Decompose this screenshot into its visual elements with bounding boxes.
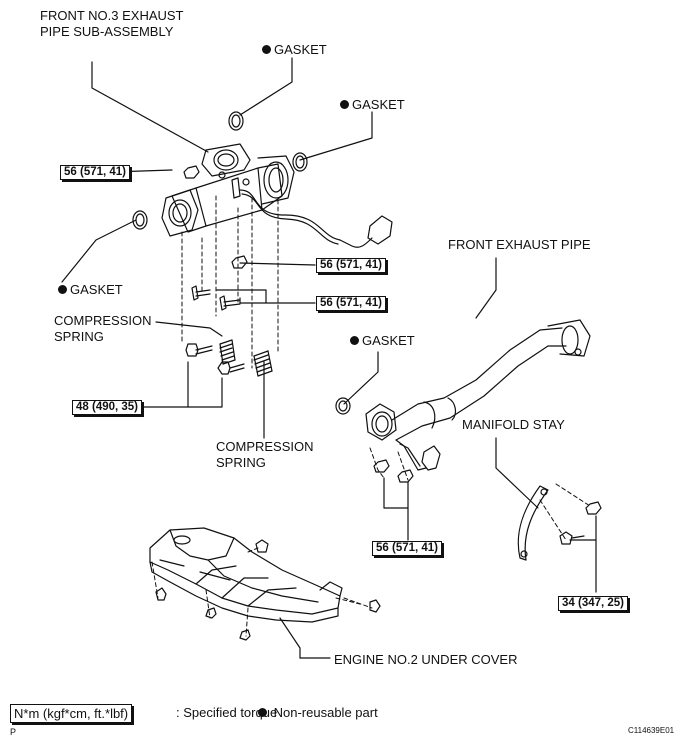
front-no3-exhaust-pipe xyxy=(161,143,393,248)
legend-specified-torque: : Specified torque xyxy=(176,705,278,720)
label-engine-no2-under-cover: ENGINE NO.2 UNDER COVER xyxy=(334,652,518,667)
manifold-stay xyxy=(517,485,549,561)
label-compression-spring-bottom-1: COMPRESSION xyxy=(216,439,314,454)
label-gasket-right: GASKET xyxy=(340,96,405,113)
alignment-lines xyxy=(151,195,591,637)
fasteners xyxy=(155,165,602,641)
torque-box: 34 (347, 25) xyxy=(558,596,629,611)
torque-box: 56 (571, 41) xyxy=(60,165,131,180)
figure-code: C114639E01 xyxy=(628,726,675,735)
gasket-rings xyxy=(132,111,351,415)
gasket-text: GASKET xyxy=(70,282,123,297)
nonreusable-dot-icon xyxy=(258,708,267,717)
gasket-text: GASKET xyxy=(274,42,327,57)
front-exhaust-pipe xyxy=(365,319,591,471)
nonreusable-dot-icon xyxy=(262,45,271,54)
engine-no2-under-cover xyxy=(149,527,343,623)
label-compression-spring-left-1: COMPRESSION xyxy=(54,313,152,328)
legend-nonreusable: Non-reusable part xyxy=(258,704,378,721)
label-compression-spring-bottom-2: SPRING xyxy=(216,455,266,470)
leader-lines xyxy=(61,57,597,659)
label-manifold-stay: MANIFOLD STAY xyxy=(462,417,565,432)
nonreusable-dot-icon xyxy=(340,100,349,109)
compression-springs xyxy=(219,339,273,377)
torque-box: 56 (571, 41) xyxy=(316,296,387,311)
legend-nonreusable-text: Non-reusable part xyxy=(273,705,378,720)
nonreusable-dot-icon xyxy=(58,285,67,294)
label-front-no3-line2: PIPE SUB-ASSEMBLY xyxy=(40,24,174,39)
label-gasket-left: GASKET xyxy=(58,281,123,298)
gasket-text: GASKET xyxy=(362,333,415,348)
label-front-no3-line1: FRONT NO.3 EXHAUST xyxy=(40,8,184,23)
label-gasket-center: GASKET xyxy=(350,332,415,349)
footer-mark: P xyxy=(10,727,17,737)
nonreusable-dot-icon xyxy=(350,336,359,345)
label-front-exhaust-pipe: FRONT EXHAUST PIPE xyxy=(448,237,591,252)
label-compression-spring-left-2: SPRING xyxy=(54,329,104,344)
legend-unit-box: N*m (kgf*cm, ft.*lbf) xyxy=(10,704,133,723)
torque-box: 48 (490, 35) xyxy=(72,400,143,415)
torque-box: 56 (571, 41) xyxy=(316,258,387,273)
gasket-text: GASKET xyxy=(352,97,405,112)
label-gasket-top: GASKET xyxy=(262,41,327,58)
torque-box: 56 (571, 41) xyxy=(372,541,443,556)
